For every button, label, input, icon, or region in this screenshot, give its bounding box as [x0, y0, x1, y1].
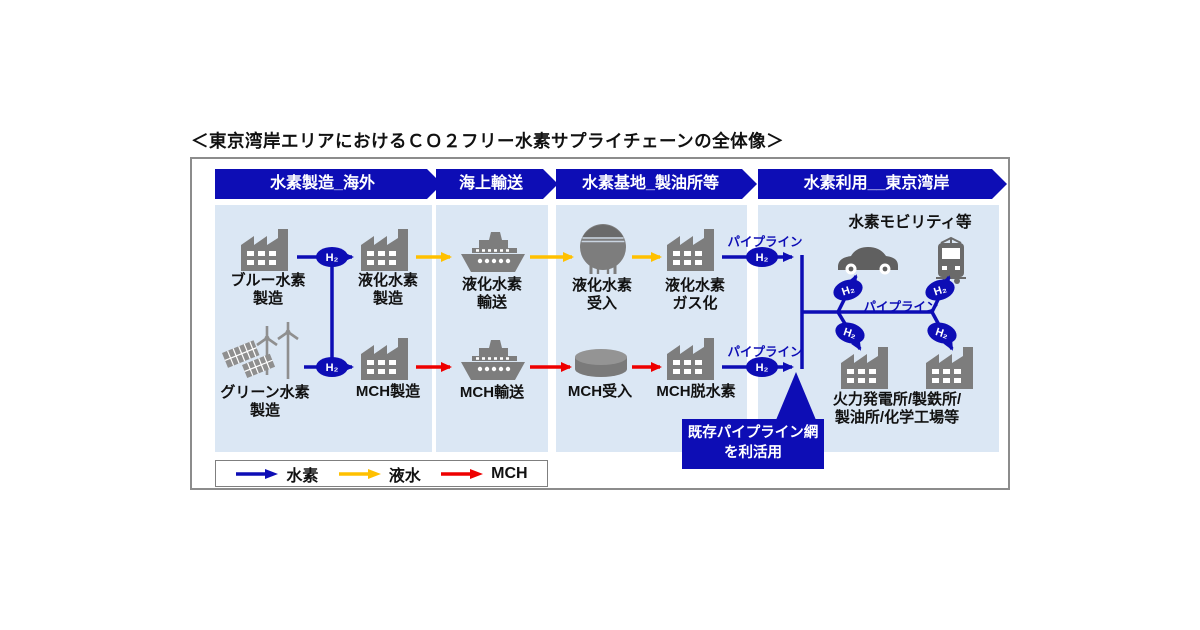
legend-yellow-arrow-icon — [338, 468, 381, 479]
h2-badge: H₂ — [316, 357, 348, 377]
pipeline-label-bottom: パイプライン — [727, 345, 803, 359]
pipeline-label-trunk: パイプライン — [863, 300, 939, 314]
label-mch-receiving: MCH受入 — [567, 383, 633, 400]
stage-header-production: 水素製造_海外 — [215, 169, 442, 199]
h2-badges: H₂ H₂ H₂ H₂ H₂ H₂ H₂ H₂ — [316, 247, 957, 377]
legend-label-hydrogen: 水素 — [286, 467, 319, 485]
label-mch-dehydrogenation: MCH脱水素 — [656, 383, 736, 400]
green-hydrogen-renewables-icon — [220, 320, 300, 381]
lh2-production-factory-icon — [361, 229, 408, 271]
mch-production-factory-icon — [361, 338, 408, 380]
industry-factory-icon-1 — [841, 347, 888, 389]
stage-header-transport: 海上輸送 — [436, 169, 558, 199]
h2-badge: H₂ — [927, 322, 957, 344]
svg-text:H₂: H₂ — [842, 326, 858, 341]
page-title: ＜東京湾岸エリアにおけるＣＯ２フリー水素サプライチェーンの全体像＞ — [191, 131, 785, 151]
legend-label-liquid-hydrogen: 液水 — [388, 467, 421, 485]
label-lh2-shipping: 液化水素 輸送 — [461, 276, 522, 312]
h2-badge: H₂ — [316, 247, 348, 267]
callout-existing-pipeline: 既存パイプライン網 を利活用 — [682, 419, 824, 469]
mch-storage-tank-icon — [575, 349, 627, 377]
legend-blue-arrow-icon — [236, 468, 279, 479]
label-hydrogen-mobility: 水素モビリティ等 — [848, 214, 972, 231]
pipeline-label-top: パイプライン — [727, 235, 803, 249]
label-industry-users: 火力発電所/製鉄所/ 製油所/化学工場等 — [832, 391, 962, 427]
industry-factory-icon-2 — [926, 347, 973, 389]
label-lh2-receiving: 液化水素 受入 — [571, 277, 632, 313]
diagram-canvas: H₂ H₂ H₂ H₂ H₂ H₂ H₂ H₂ — [220, 222, 973, 389]
stage-header-use: 水素利用__東京湾岸 — [758, 169, 1007, 199]
svg-text:H₂: H₂ — [326, 252, 339, 264]
label-mch-production: MCH製造 — [355, 383, 421, 400]
stage-header-base: 水素基地_製油所等 — [556, 169, 757, 199]
lh2-sphere-tank-icon — [578, 222, 628, 276]
label-lh2-gasification: 液化水素 ガス化 — [664, 277, 725, 313]
legend-item-mch: MCH — [440, 464, 528, 483]
label-mch-shipping: MCH輸送 — [459, 384, 525, 401]
h2-badge: H₂ — [835, 322, 865, 344]
svg-text:H₂: H₂ — [326, 362, 339, 374]
label-green-hydrogen-production: グリーン水素 製造 — [220, 384, 310, 420]
legend-item-liquid-hydrogen: 液水 — [338, 462, 421, 486]
lh2-gasification-factory-icon — [667, 229, 714, 271]
lh2-carrier-ship-icon — [461, 232, 525, 272]
legend-red-arrow-icon — [441, 468, 484, 479]
train-icon — [935, 237, 967, 285]
svg-text:H₂: H₂ — [756, 362, 769, 374]
label-blue-hydrogen-production: ブルー水素 製造 — [230, 272, 306, 308]
h2-badge: H₂ — [746, 247, 778, 267]
h2-badge: H₂ — [925, 279, 955, 301]
svg-text:H₂: H₂ — [932, 283, 948, 298]
legend-box: 水素 液水 MCH — [215, 460, 548, 487]
h2-badge: H₂ — [833, 279, 863, 301]
legend-label-mch: MCH — [491, 464, 528, 482]
svg-text:H₂: H₂ — [840, 283, 856, 298]
car-icon — [838, 247, 898, 275]
label-lh2-production: 液化水素 製造 — [357, 272, 418, 308]
mch-dehydrogenation-factory-icon — [667, 338, 714, 380]
diagram-frame: 水素製造_海外 海上輸送 水素基地_製油所等 水素利用__東京湾岸 — [190, 157, 1010, 490]
svg-text:H₂: H₂ — [934, 326, 950, 341]
svg-text:H₂: H₂ — [756, 252, 769, 264]
legend-item-hydrogen: 水素 — [235, 462, 318, 486]
callout-pointer — [776, 372, 816, 420]
h2-badge: H₂ — [746, 357, 778, 377]
mch-carrier-ship-icon — [461, 340, 525, 380]
blue-hydrogen-factory-icon — [241, 229, 288, 271]
